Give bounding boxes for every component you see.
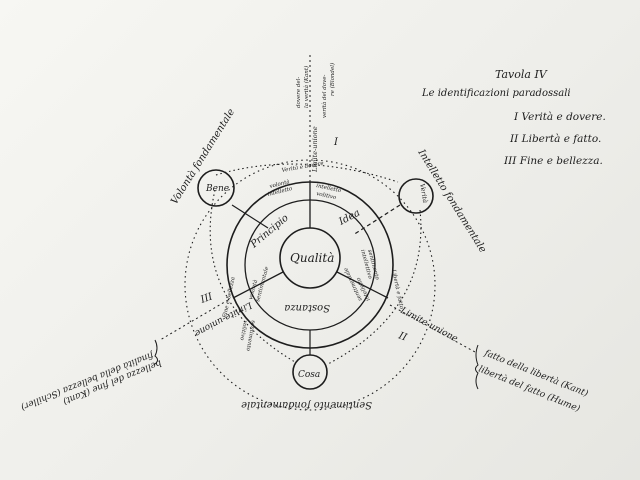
- spoke-left-node: [231, 204, 269, 229]
- legend-item-2: II Libertà e fatto.: [509, 133, 601, 145]
- divider-left: [232, 271, 284, 299]
- node-right-label: Verità: [418, 183, 429, 204]
- limit-top-note-3: verità del dove-: [321, 75, 328, 118]
- ring-labels-top: Verità e dovere volontà intelletto intel…: [267, 160, 342, 202]
- node-bottom-circle: [292, 354, 328, 390]
- limit-top-note-1: dovere del-: [296, 77, 302, 108]
- limit-top-note-2: la verità (Kant): [303, 66, 310, 108]
- outer-dotted-circle: [184, 159, 436, 411]
- ring-top-4: volitivo: [316, 191, 338, 201]
- node-right-circle: [398, 178, 434, 214]
- legend-subtitle: Le identificazioni paradossali: [421, 88, 571, 99]
- legend: Tavola IV Le identificazioni paradossali…: [421, 68, 606, 167]
- limit-right-brace: [475, 344, 479, 390]
- node-right: Verità: [398, 178, 434, 214]
- node-left-circle: [197, 169, 235, 207]
- dotted-arc-right: [327, 209, 422, 365]
- limit-right-numeral: II: [396, 330, 409, 344]
- node-bottom: Cosa: [292, 354, 328, 390]
- dotted-arc-left: [209, 189, 296, 363]
- legend-item-3: III Fine e bellezza.: [503, 155, 603, 167]
- sector-label-top-right: Idea: [336, 207, 362, 228]
- limit-top-note-4: re (Blondel): [329, 63, 336, 96]
- outer-label-bottom: Sentimento fondamentale: [241, 399, 372, 410]
- ring-top-1: volontà: [269, 178, 291, 190]
- ring-left-3: sentimento: [245, 320, 256, 352]
- ring-left-4: volitivo: [238, 320, 248, 342]
- limit-top: Limite-unione I dovere del- la verità (K…: [296, 63, 339, 173]
- legend-item-1: I Verità e dovere.: [513, 111, 606, 123]
- center-label: Qualità: [290, 251, 334, 265]
- limit-left-brace: [154, 339, 158, 365]
- limit-top-label: Limite-unione: [311, 126, 319, 173]
- limit-right: Limite-unione II fatto della libertà (Ka…: [396, 305, 590, 414]
- limit-line-right: [389, 304, 476, 353]
- limit-top-numeral: I: [333, 137, 339, 148]
- limit-left-note-1: finalità della bellezza (Schiller): [19, 349, 156, 413]
- divider-right: [336, 271, 389, 299]
- legend-title: Tavola IV: [495, 68, 548, 81]
- ring-right-title: Libertà e fatto: [390, 268, 406, 310]
- ring-top-3: intelletto: [316, 183, 343, 194]
- spoke-right-node: [352, 204, 401, 236]
- node-left: Bene: [197, 169, 235, 207]
- limit-left: Limite-unione III finalità della bellezz…: [19, 291, 254, 413]
- ring-labels-right: Libertà e fatto sentimento intellettivo …: [343, 249, 406, 310]
- limit-line-left: [159, 299, 229, 341]
- sector-label-bottom: Sostanza: [284, 302, 330, 313]
- node-bottom-label: Cosa: [298, 370, 320, 380]
- node-left-label: Bene: [205, 184, 229, 194]
- limit-left-numeral: III: [198, 291, 215, 306]
- limit-right-label: Limite-unione: [398, 305, 459, 344]
